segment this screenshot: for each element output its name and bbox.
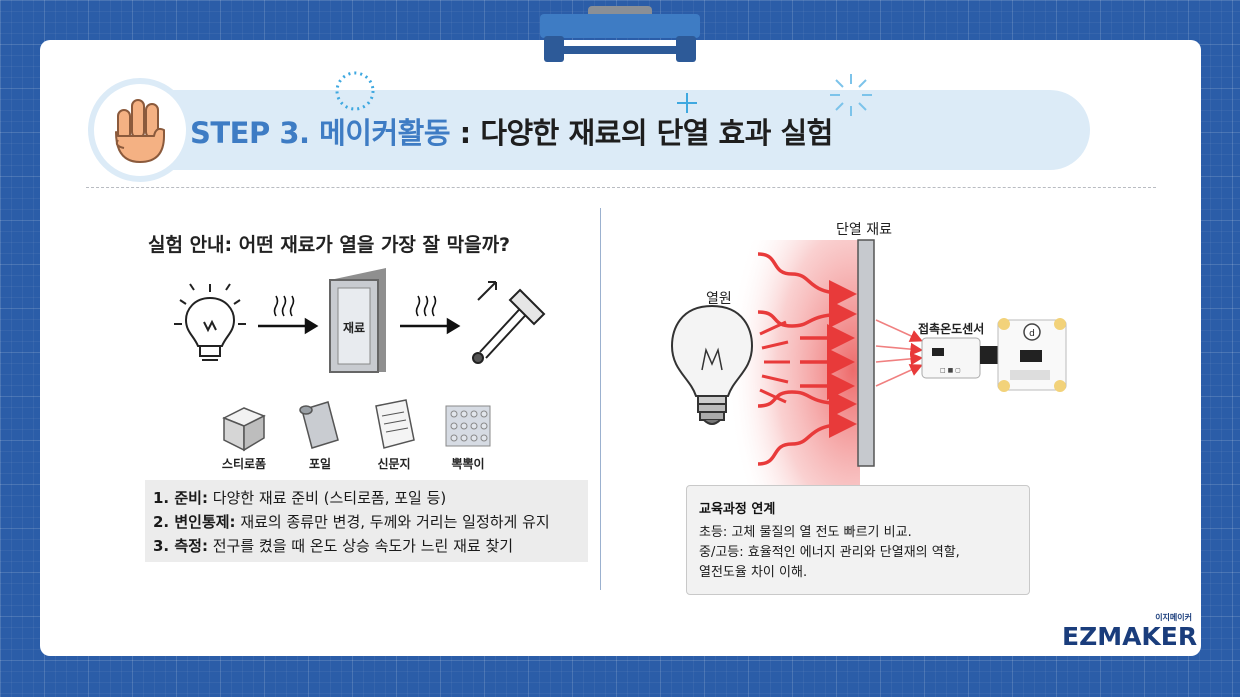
step-item: 2. 변인통제: 재료의 종류만 변경, 두께와 거리는 일정하게 유지 [153,513,550,531]
starburst-decoration [830,74,872,116]
svg-text:□ ■ ▢: □ ■ ▢ [940,367,961,374]
heat-arrow-1 [258,295,319,335]
material-label-styrofoam: 스티로폼 [221,457,267,471]
styrofoam-icon [222,407,266,452]
header-banner [100,90,1090,170]
logo-wordmark: EZMAKER [1062,622,1198,651]
curriculum-line: 중/고등: 효율적인 에너지 관리와 단열재의 역할, [699,545,960,560]
svg-text:d: d [1029,329,1035,339]
temperature-sensor-module: □ ■ ▢ d [921,318,1067,392]
bubble-wrap-icon [445,405,491,447]
heat-arrow-2 [400,295,461,335]
title-text: : 다양한 재료의 단열 효과 실험 [450,116,834,150]
newspaper-icon [375,399,415,449]
heat-source-bulb-icon [670,304,754,425]
curriculum-line: 열전도율 차이 이해. [699,565,808,580]
curriculum-title: 교육과정 연계 [699,502,776,517]
material-label-bubble-wrap: 뽁뽁이 [451,457,485,471]
experiment-heading: 실험 안내: 어떤 재료가 열을 가장 잘 막을까? [148,234,511,256]
heat-waves [757,252,857,466]
thermometer-icon [472,281,546,364]
heat-source-label: 열원 [706,291,732,307]
column-divider [600,208,601,590]
insulation-test-diagram: □ ■ ▢ d [670,239,1067,500]
dotted-circle-decoration [335,71,375,111]
heat-rays [759,320,790,404]
material-label-foil: 포일 [308,457,332,471]
header-divider [86,187,1156,188]
panel-label: 재료 [343,321,365,335]
light-bulb-icon [174,283,246,361]
material-label-newspaper: 신문지 [377,457,411,471]
experiment-setup-diagram: 재료 [174,268,546,452]
insulation-material-label: 단열 재료 [836,222,892,238]
material-panel-icon [329,268,386,373]
transmitted-rays [875,319,924,387]
step-item: 1. 준비: 다양한 재료 준비 (스티로폼, 포일 등) [153,489,447,507]
three-fingers-hand-icon [115,99,165,163]
step-label: STEP 3. 메이커활동 [190,116,451,150]
steps-box: 1. 준비: 다양한 재료 준비 (스티로폼, 포일 등) 2. 변인통제: 재… [145,480,588,562]
page-title: STEP 3. 메이커활동 : 다양한 재료의 단열 효과 실험 [190,110,833,152]
curriculum-line: 초등: 고체 물질의 열 전도 빠르기 비교. [699,525,912,540]
ezmaker-logo: 이지메이커 EZMAKER [1062,612,1197,652]
logo-subtitle: 이지메이커 [1155,613,1192,622]
curriculum-box: 교육과정 연계 초등: 고체 물질의 열 전도 빠르기 비교. 중/고등: 효율… [686,485,1030,595]
contact-sensor-label: 접촉온도센서 [918,322,985,336]
sparkle-decoration [677,93,697,113]
foil-icon [299,401,339,449]
clipboard-clip-icon [540,6,700,62]
step-item: 3. 측정: 전구를 켰을 때 온도 상승 속도가 느린 재료 찾기 [153,537,514,555]
insulation-panel [857,239,875,467]
